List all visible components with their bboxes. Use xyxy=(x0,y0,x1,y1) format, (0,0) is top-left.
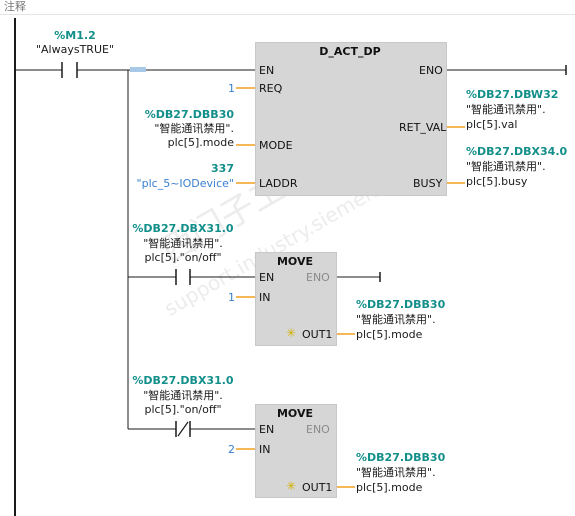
move-block-1[interactable] xyxy=(255,252,337,346)
move-block-2[interactable] xyxy=(255,404,337,498)
contact-top-address[interactable]: %M1.2 xyxy=(54,29,96,42)
fb-pin-en: EN xyxy=(259,64,275,77)
move1-pin-eno: ENO xyxy=(306,271,330,284)
move2-pin-en: EN xyxy=(259,423,275,436)
branch2-contact-address[interactable]: %DB27.DBX31.0 xyxy=(132,374,234,387)
fb-pin-laddr: LADDR xyxy=(259,177,298,190)
header-divider xyxy=(0,14,575,15)
fb-pin-req: REQ xyxy=(259,82,283,95)
move2-title: MOVE xyxy=(276,407,314,420)
move2-out-line1[interactable]: "智能通讯禁用". xyxy=(356,466,436,479)
move1-out-address[interactable]: %DB27.DBB30 xyxy=(356,298,446,311)
mode-address[interactable]: %DB27.DBB30 xyxy=(144,108,234,121)
move2-out-address[interactable]: %DB27.DBB30 xyxy=(356,451,446,464)
fb-title: D_ACT_DP xyxy=(319,45,381,58)
laddr-symbol[interactable]: "plc_5~IODevice" xyxy=(136,177,234,190)
contact-top-symbol[interactable]: "AlwaysTRUE" xyxy=(35,43,115,56)
move2-out-star-icon: ✳ xyxy=(286,479,297,493)
req-value[interactable]: 1 xyxy=(228,82,235,95)
fb-pin-eno: ENO xyxy=(419,64,443,77)
branch2-contact-line1[interactable]: "智能通讯禁用". xyxy=(143,389,223,402)
move2-pin-out1: OUT1 xyxy=(302,481,333,494)
move1-pin-en: EN xyxy=(259,271,275,284)
network-comment-label[interactable]: 注释 xyxy=(4,0,26,13)
move1-pin-in: IN xyxy=(259,291,271,304)
move1-out-line1[interactable]: "智能通讯禁用". xyxy=(356,313,436,326)
move1-out-line2[interactable]: plc[5].mode xyxy=(356,328,423,341)
move2-pin-eno: ENO xyxy=(306,423,330,436)
mode-symbol-line1[interactable]: "智能通讯禁用". xyxy=(154,122,234,135)
branch2-contact-line2[interactable]: plc[5]."on/off" xyxy=(144,403,222,416)
fb-pin-retval: RET_VAL xyxy=(399,121,447,134)
move1-out-star-icon: ✳ xyxy=(286,326,297,340)
laddr-value[interactable]: 337 xyxy=(211,162,234,175)
move1-in-value[interactable]: 1 xyxy=(228,291,235,304)
move1-title: MOVE xyxy=(276,255,314,268)
retval-symbol-line1[interactable]: "智能通讯禁用". xyxy=(466,103,546,116)
retval-symbol-line2[interactable]: plc[5].val xyxy=(466,118,518,131)
fb-pin-busy: BUSY xyxy=(413,177,443,190)
busy-symbol-line2[interactable]: plc[5].busy xyxy=(466,175,528,188)
move1-pin-out1: OUT1 xyxy=(302,328,333,341)
busy-symbol-line1[interactable]: "智能通讯禁用". xyxy=(466,160,546,173)
branch1-contact-address[interactable]: %DB27.DBX31.0 xyxy=(132,222,234,235)
branch1-contact-line2[interactable]: plc[5]."on/off" xyxy=(144,251,222,264)
move2-in-value[interactable]: 2 xyxy=(228,443,235,456)
busy-address[interactable]: %DB27.DBX34.0 xyxy=(466,145,568,158)
move2-out-line2[interactable]: plc[5].mode xyxy=(356,481,423,494)
retval-address[interactable]: %DB27.DBW32 xyxy=(466,88,559,101)
move2-pin-in: IN xyxy=(259,443,271,456)
fb-d-act-dp[interactable] xyxy=(255,42,447,196)
fb-pin-mode: MODE xyxy=(259,139,293,152)
mode-symbol-line2[interactable]: plc[5].mode xyxy=(167,136,234,149)
branch1-contact-line1[interactable]: "智能通讯禁用". xyxy=(143,237,223,250)
